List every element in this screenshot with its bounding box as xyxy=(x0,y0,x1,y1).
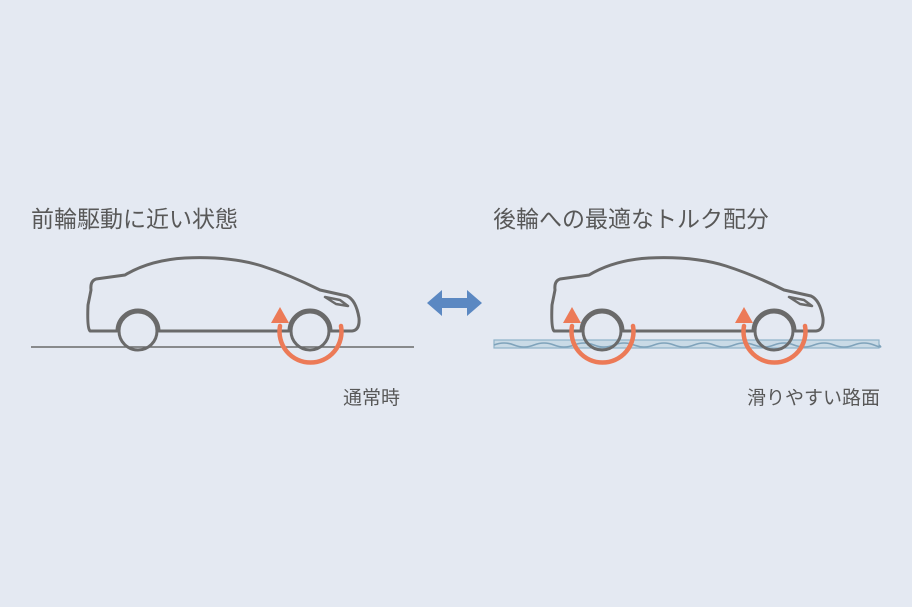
right-car-illustration xyxy=(550,256,825,352)
rotation-arrow-icon-rear-left xyxy=(271,307,342,363)
right-panel-title: 後輪への最適なトルク配分 xyxy=(493,207,769,233)
left-car-illustration xyxy=(86,256,361,352)
right-panel-caption: 滑りやすい路面 xyxy=(746,387,880,409)
double-arrow-icon xyxy=(427,290,482,316)
slippery-road-surface xyxy=(493,339,882,349)
left-panel-caption: 通常時 xyxy=(343,387,401,409)
left-panel-title: 前輪駆動に近い状態 xyxy=(31,207,238,233)
rotation-arrow-icon-rear-right xyxy=(735,307,806,363)
rotation-arrow-icon-front-right xyxy=(563,307,634,363)
